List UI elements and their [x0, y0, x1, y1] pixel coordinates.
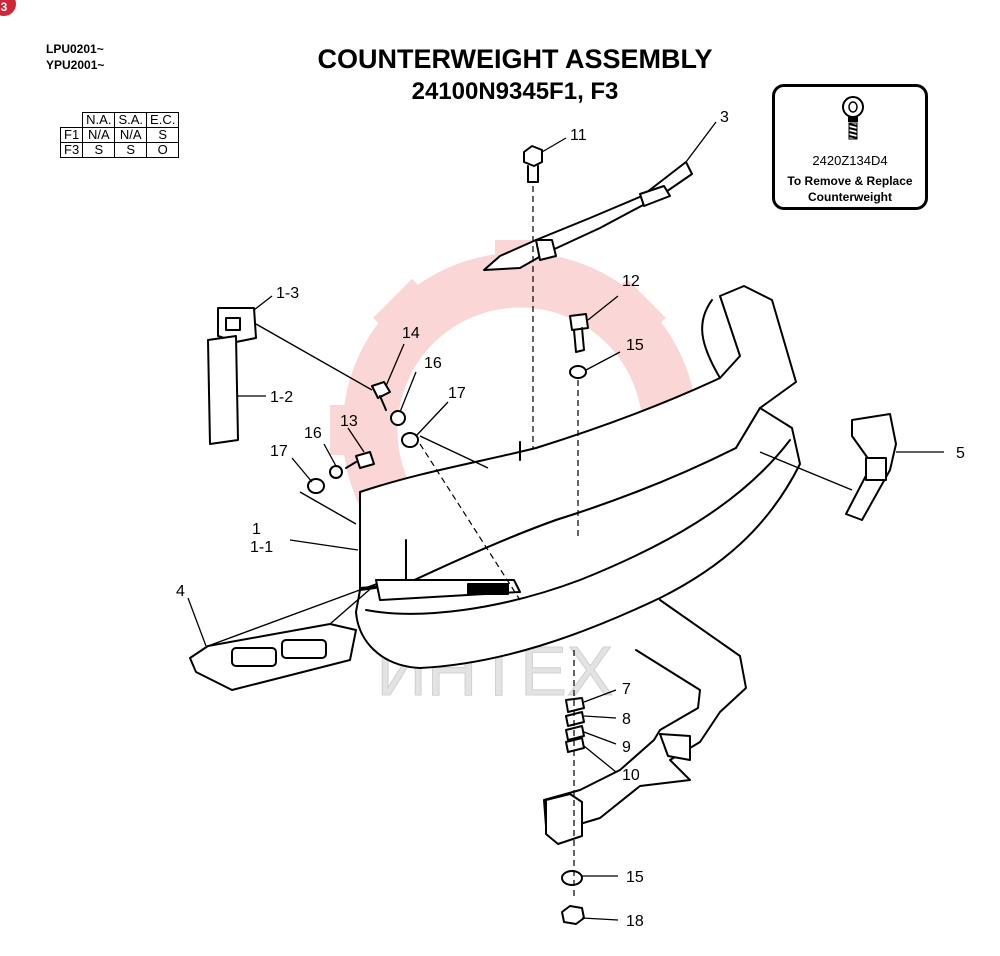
- shim-stack-icon: [565, 697, 585, 753]
- callout-11: 11: [570, 127, 587, 144]
- table-cell: O: [146, 142, 180, 158]
- page-marker-badge: 3: [0, 0, 16, 16]
- washer-17-lower-icon: [307, 478, 325, 494]
- washer-15-lower-icon: [561, 870, 583, 886]
- callout-17-upper: 17: [448, 385, 466, 402]
- callout-4: 4: [176, 583, 185, 600]
- assembly-part-number: 24100N9345F1, F3: [411, 78, 619, 105]
- callout-1-3: 1-3: [276, 285, 299, 302]
- callout-15-lower: 15: [626, 869, 644, 886]
- callout-15-upper: 15: [626, 337, 644, 354]
- table-row: F1 N/A N/A S: [59, 127, 180, 143]
- side-bar: [207, 335, 239, 445]
- table-row: F3 S S O: [59, 142, 180, 158]
- tool-description-line2: Counterweight: [808, 190, 892, 204]
- nut-18-icon: [561, 905, 585, 925]
- callout-1-2: 1-2: [270, 389, 293, 406]
- callout-16-lower: 16: [304, 425, 322, 442]
- callout-10: 10: [622, 767, 640, 784]
- bolt-12-icon: [569, 313, 589, 353]
- callout-1-1: 1-1: [250, 539, 273, 556]
- callout-1: 1: [252, 521, 261, 538]
- row-model: F3: [59, 142, 84, 158]
- callout-16-upper: 16: [424, 355, 442, 372]
- bumper-base: [355, 407, 801, 669]
- callout-3: 3: [720, 109, 729, 126]
- lockwasher-16-lower-icon: [329, 465, 343, 479]
- table-cell: N/A: [114, 127, 148, 143]
- special-tool-box: 2420Z134D4 To Remove & Replace Counterwe…: [772, 84, 928, 210]
- table-header-row: N.A. S.A. E.C.: [61, 112, 180, 128]
- callout-9: 9: [622, 739, 631, 756]
- lift-eyebolt-icon: [842, 96, 864, 140]
- serial-range-1: LPU0201~: [46, 42, 104, 56]
- table-cell: S: [82, 142, 116, 158]
- callout-18: 18: [626, 913, 644, 930]
- bolt-11-icon: [523, 145, 543, 183]
- washer-17-upper-icon: [401, 432, 419, 448]
- header-na: N.A.: [82, 112, 116, 128]
- tool-description-line1: To Remove & Replace: [787, 174, 913, 188]
- callout-7: 7: [622, 681, 631, 698]
- table-cell: S: [114, 142, 148, 158]
- callout-13: 13: [340, 413, 358, 430]
- washer-15-upper-icon: [569, 365, 587, 379]
- table-cell: N/A: [82, 127, 116, 143]
- applicability-table: N.A. S.A. E.C. F1 N/A N/A S F3 S S O: [59, 112, 180, 158]
- serial-range-2: YPU2001~: [46, 58, 105, 72]
- callout-8: 8: [622, 711, 631, 728]
- callout-14: 14: [402, 325, 420, 342]
- tool-code: 2420Z134D4: [812, 153, 888, 168]
- callout-12: 12: [622, 273, 640, 290]
- bolt-14-icon: [371, 381, 391, 411]
- page-title: COUNTERWEIGHT ASSEMBLY: [317, 44, 713, 74]
- bolt-13-icon: [345, 451, 375, 469]
- top-weight-plate: [483, 161, 693, 271]
- lockwasher-16-upper-icon: [390, 410, 406, 426]
- callout-5: 5: [956, 445, 965, 462]
- callout-17-lower: 17: [270, 443, 288, 460]
